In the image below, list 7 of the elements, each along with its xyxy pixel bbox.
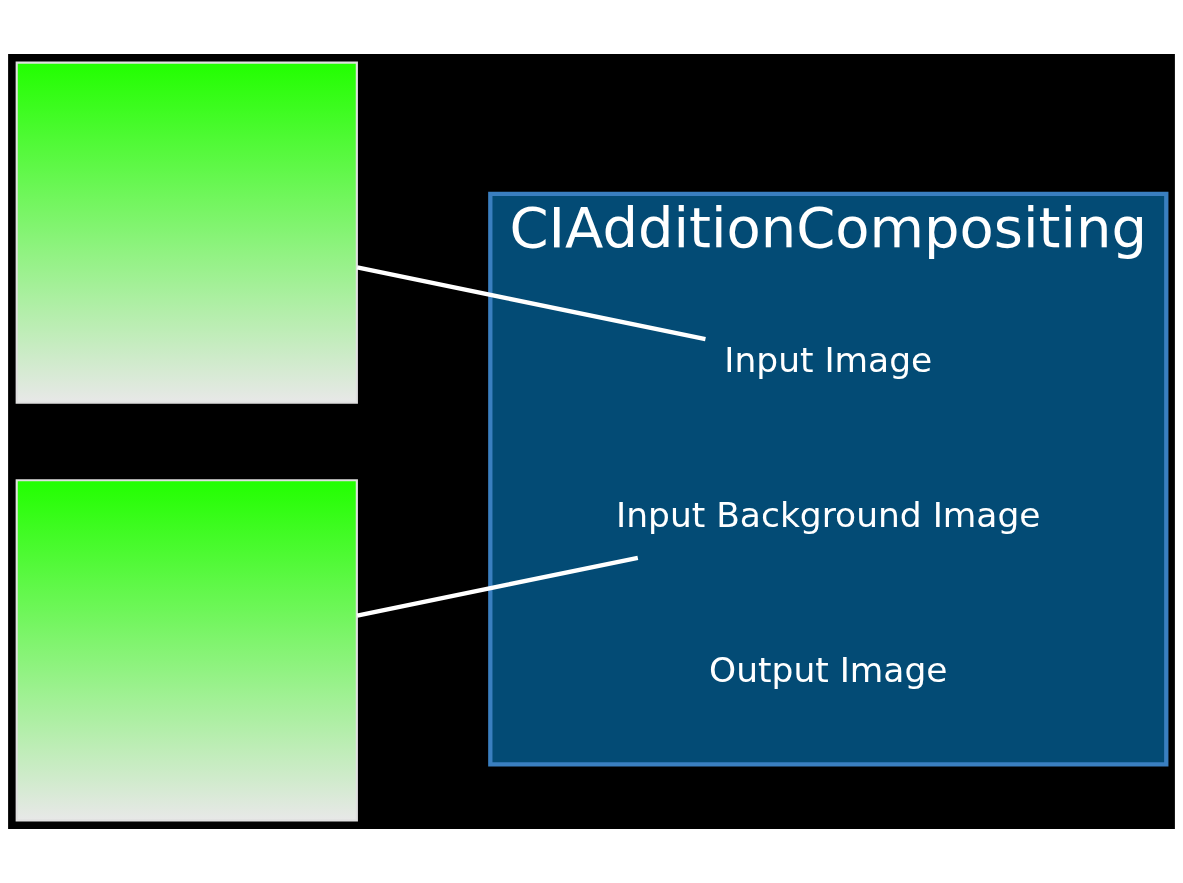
connector [356, 555, 639, 618]
node-text: Output Image [709, 650, 948, 691]
connector [356, 265, 706, 342]
node-picture [15, 61, 358, 404]
node-text: Input Background Image [616, 495, 1041, 536]
node-text: Input Image [724, 340, 933, 381]
node-picture [15, 479, 358, 822]
